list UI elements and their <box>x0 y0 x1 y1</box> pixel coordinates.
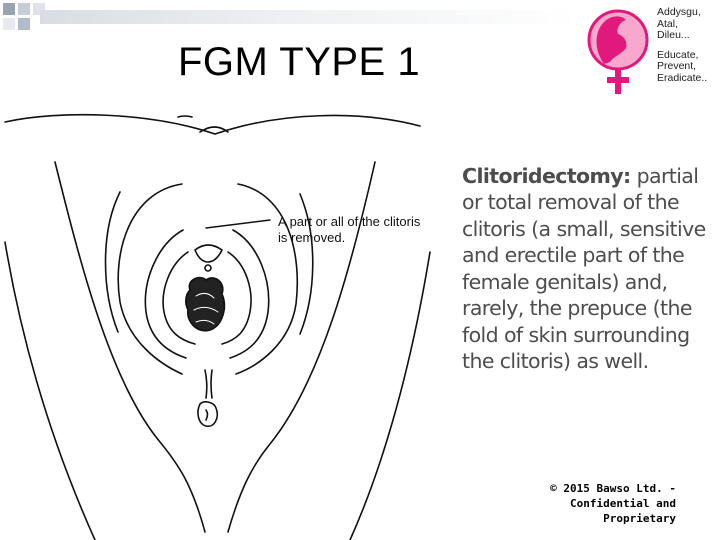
logo-line: Atal, <box>657 17 679 30</box>
female-symbol-icon <box>587 9 649 94</box>
illustration-label-line: A part or all of the clitoris <box>278 214 421 229</box>
anatomical-illustration <box>4 113 431 540</box>
slide-title: FGM TYPE 1 <box>178 40 421 84</box>
logo-line: Addysgu, <box>657 6 701 18</box>
logo-tagline: Addysgu, Atal, Dileu... Educate, Prevent… <box>657 6 720 84</box>
logo-line: Prevent, <box>657 60 697 72</box>
copyright-line: Confidential and <box>570 497 676 510</box>
definition-term: Clitoridectomy: <box>462 163 631 188</box>
copyright-line: © 2015 Bawso Ltd. - <box>550 482 676 495</box>
illustration-label-line: is removed. <box>278 230 346 245</box>
bawso-logo: Addysgu, Atal, Dileu... Educate, Prevent… <box>580 2 720 102</box>
title-bar-gradient <box>40 10 580 24</box>
definition-text: Clitoridectomy: partial or total removal… <box>462 163 707 375</box>
definition-body: partial or total removal of the clitoris… <box>462 163 706 374</box>
illustration-label: A part or all of the clitoris is removed… <box>278 214 420 246</box>
corner-decoration <box>3 3 45 30</box>
copyright-line: Proprietary <box>603 512 676 525</box>
copyright-notice: © 2015 Bawso Ltd. - Confidential and Pro… <box>496 481 676 526</box>
logo-line: Educate, <box>657 48 699 61</box>
logo-line: Eradicate.. <box>657 71 708 84</box>
logo-line: Dileu... <box>657 29 690 41</box>
